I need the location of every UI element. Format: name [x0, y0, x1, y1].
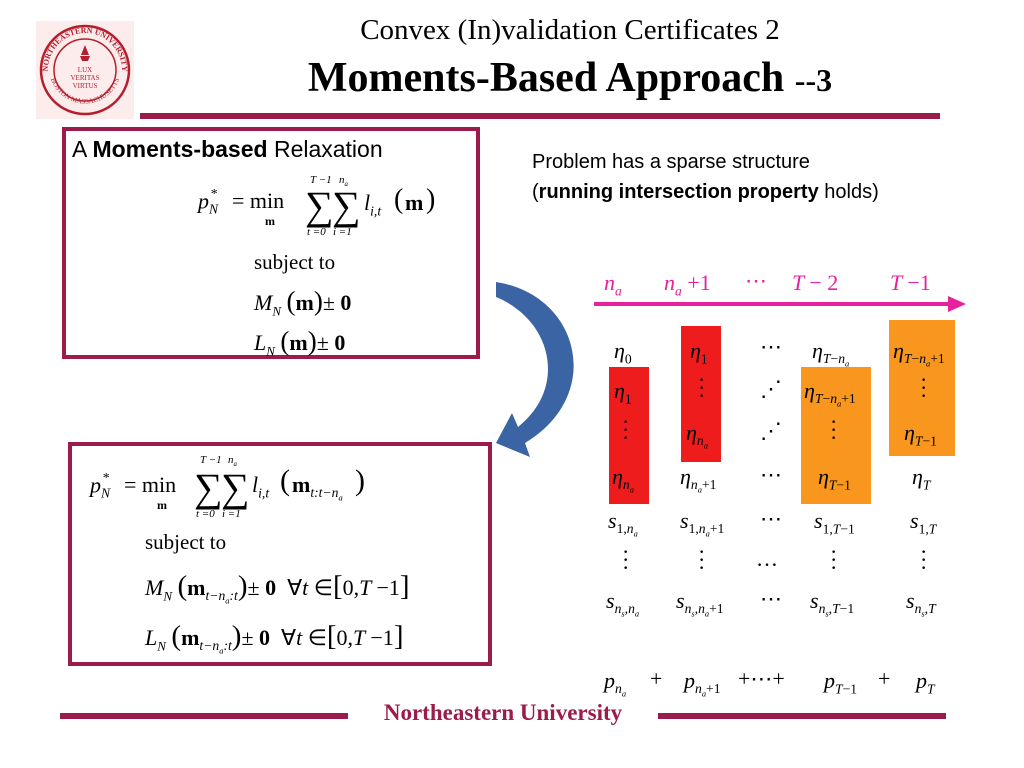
title-rule [140, 113, 940, 119]
hdots-row6: … [756, 546, 778, 571]
eta-0: η0 [614, 338, 632, 367]
p-na: pna [604, 668, 627, 700]
block-red-2 [681, 326, 721, 462]
footer-rule-right [658, 713, 946, 719]
eta-na-col1: ηna [612, 464, 634, 496]
dense-relaxation-box [62, 127, 480, 359]
eta-T-minus-na-plus-1-col4: ηT−na+1 [804, 378, 856, 410]
eta-T-minus-1-col5: ηT−1 [904, 420, 937, 449]
vdots-col4: ··· [830, 409, 838, 450]
sparse-objective: pN* = min m T −1 ∑ t =0 na ∑ i =1 li,t (… [90, 454, 365, 520]
s-1-T-minus-1: s1,T−1 [814, 508, 855, 537]
s-1-na-plus-1: s1,na+1 [680, 508, 725, 540]
timeline-label-T-minus-1: T −1 [890, 270, 931, 295]
p-na-plus-1: pna+1 [684, 668, 721, 700]
dense-constraint-moment: MN (m)± 0 [254, 286, 352, 319]
vdots-col5: ··· [920, 367, 928, 408]
vdots-col2: ··· [698, 367, 706, 408]
plus-2: + [878, 666, 891, 691]
eta-T-minus-na-plus-1-col5: ηT−na+1 [893, 338, 945, 370]
svg-text:VIRTUS: VIRTUS [73, 82, 98, 90]
s-1-T: s1,T [910, 508, 937, 537]
sparse-note-line2: (running intersection property holds) [532, 181, 879, 203]
vdots-col1-lower: ··· [622, 539, 630, 580]
footer-rule-left [60, 713, 348, 719]
timeline-label-na: na [604, 270, 622, 299]
ddots-row2: ⋰ [760, 376, 782, 401]
vdots-col4-lower: ··· [830, 539, 838, 580]
northeastern-university-seal: NORTHEASTERN UNIVERSITY BOSTON MASSACHUS… [36, 21, 134, 119]
sparse-constraint-moment: MN (mt−na:t)± 0 ∀t ∈[0,T −1] [145, 570, 410, 607]
eta-T-minus-na: ηT−na [812, 338, 850, 370]
sparse-relaxation-box [68, 442, 492, 666]
slide-title-line1: Convex (In)validation Certificates 2 [360, 14, 780, 46]
timeline-arrow-icon [594, 296, 966, 312]
timeline-label-ellipsis: ⋯ [745, 268, 767, 293]
plus-dots-plus: +⋯+ [738, 666, 785, 691]
sparse-constraint-localizing: LN (mt−na:t)± 0 ∀t ∈[0,T −1] [145, 620, 404, 657]
sparse-subject-to: subject to [145, 530, 227, 554]
hdots-row4: ⋯ [760, 462, 782, 487]
vdots-col2-lower: ··· [698, 539, 706, 580]
eta-na-plus-1: ηna+1 [680, 464, 717, 496]
svg-text:LUX: LUX [78, 66, 92, 74]
plus-1: + [650, 666, 663, 691]
svg-text:VERITAS: VERITAS [71, 74, 100, 82]
vdots-col1: ··· [622, 409, 630, 450]
vdots-col5-lower: ··· [920, 539, 928, 580]
ddots-row3: ⋰ [760, 418, 782, 443]
s-ns-na: sns,na [606, 588, 640, 620]
slide-title-main: Moments-Based Approach [307, 55, 785, 101]
hdots-row7: ⋯ [760, 586, 782, 611]
dense-objective: pN* = min m T −1 ∑ t =0 na ∑ i =1 li,t (… [198, 174, 436, 238]
eta-1-col1: η1 [614, 378, 632, 407]
s-ns-T: sns,T [906, 588, 936, 620]
eta-T-minus-1-col4: ηT−1 [818, 464, 851, 493]
curved-arrow-icon [496, 282, 574, 457]
dense-constraint-localizing: LN (m)± 0 [254, 326, 346, 359]
s-1-na: s1,na [608, 508, 638, 540]
p-T: pT [916, 668, 935, 697]
p-T-minus-1: pT−1 [824, 668, 858, 697]
dense-subject-to: subject to [254, 250, 336, 274]
slide-title-line2: Moments-Based Approach --3 [150, 54, 990, 102]
eta-T: ηT [912, 464, 931, 493]
block-orange-1 [801, 367, 871, 504]
timeline-label-T-minus-2: T − 2 [792, 270, 839, 295]
s-ns-na-plus-1: sns,na+1 [676, 588, 724, 620]
sparse-note-line1: Problem has a sparse structure [532, 151, 810, 173]
block-red-1 [609, 367, 649, 504]
hdots-row1: ⋯ [760, 334, 782, 359]
footer-university: Northeastern University [383, 700, 623, 725]
relaxation-heading: A Moments-based Relaxation [72, 136, 383, 162]
eta-na-col2: ηna [686, 420, 708, 452]
hdots-row5: ⋯ [760, 506, 782, 531]
block-orange-2 [889, 320, 955, 456]
eta-1-col2: η1 [690, 338, 708, 367]
s-ns-T-minus-1: sns,T−1 [810, 588, 855, 620]
slide-title-suffix: --3 [794, 62, 833, 98]
timeline-label-na-plus-1: na +1 [664, 270, 711, 299]
